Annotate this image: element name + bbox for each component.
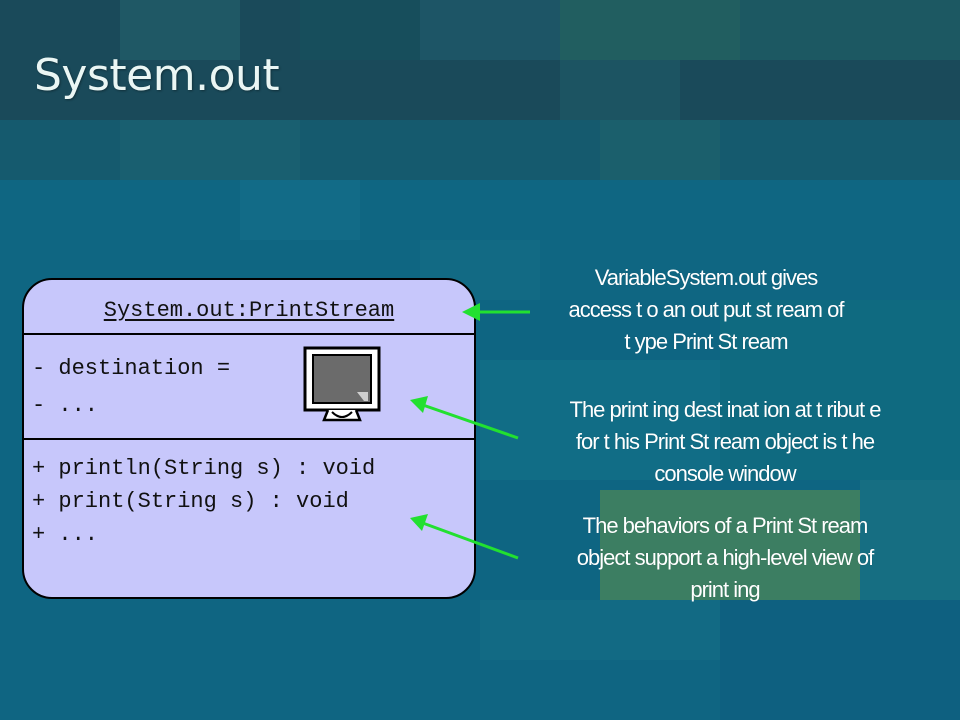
annotation-line: t ype Print St ream [624,329,788,354]
uml-divider [24,333,474,335]
annotation-line: print ing [690,577,760,602]
uml-operation: + print(String s) : void [32,489,349,514]
annotation-line: VariableSystem.out gives [594,265,819,290]
annotation-line: console window [654,461,796,486]
uml-attribute: - ... [32,393,99,418]
annotation-line: The print ing dest inat ion at t ribut e [569,397,882,422]
annotation-line: object support a high-level view of [576,545,874,570]
annotation-behaviors: The behaviors of a Print St ream object … [530,510,920,606]
annotation-line: access t o an out put st ream of [568,297,845,322]
uml-operation: + println(String s) : void [32,456,376,481]
uml-divider [24,438,474,440]
uml-operation: + ... [32,522,99,547]
uml-object-name: System.out:PrintStream [103,298,395,323]
annotation-line: The behaviors of a Print St ream [582,513,869,538]
annotation-line: for t his Print St ream object is t he [575,429,875,454]
computer-monitor-icon [303,346,381,422]
uml-object-box: System.out:PrintStream - destination = -… [22,278,476,599]
annotation-destination: The print ing dest inat ion at t ribut e… [530,394,920,490]
uml-header: System.out:PrintStream [24,298,474,323]
uml-attribute: - destination = [32,356,231,381]
slide-title: System.out [34,50,280,101]
annotation-system-out: VariableSystem.out gives access t o an o… [526,262,886,358]
